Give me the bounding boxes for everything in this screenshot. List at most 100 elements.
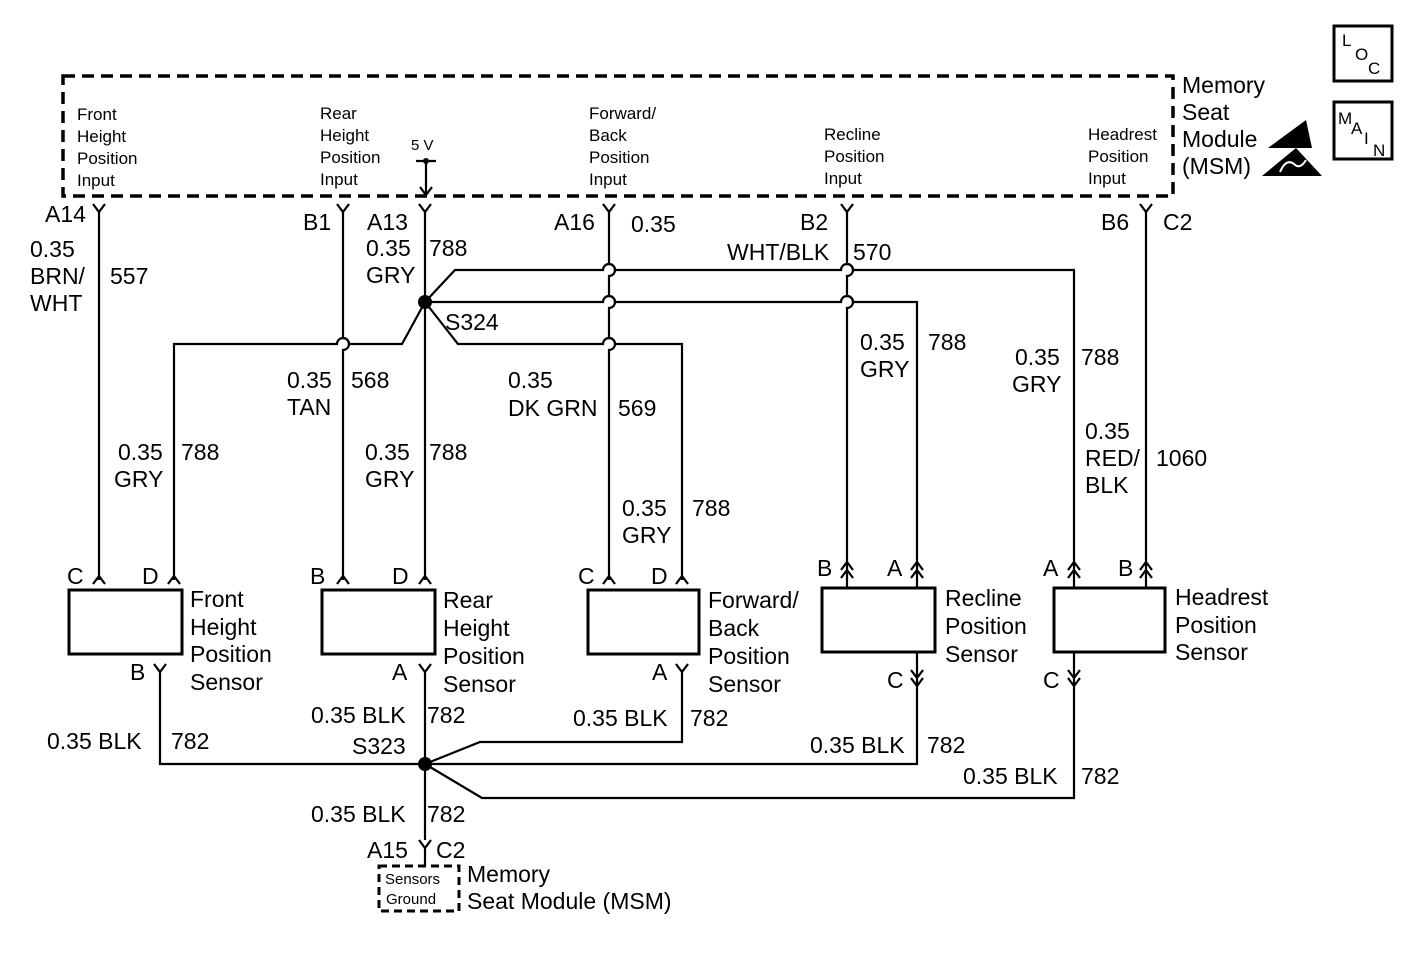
svg-text:GRY: GRY xyxy=(1012,371,1061,397)
ground-wire-forward-back xyxy=(424,672,684,766)
svg-text:Position: Position xyxy=(589,148,649,167)
esd-warning-icon xyxy=(1262,120,1322,176)
front-height-sensor-label: Front Height Position Sensor xyxy=(190,586,272,695)
svg-text:N: N xyxy=(1373,141,1385,160)
splice-s323-dot xyxy=(418,757,432,771)
svg-text:C: C xyxy=(887,667,904,693)
svg-text:0.35: 0.35 xyxy=(1015,344,1060,370)
label-ground-main: 0.35 BLK 782 xyxy=(311,801,465,827)
wire-568 xyxy=(341,212,351,580)
forward-back-sensor-label: Forward/ Back Position Sensor xyxy=(708,587,799,697)
svg-text:RED/: RED/ xyxy=(1085,445,1141,471)
svg-text:GRY: GRY xyxy=(366,262,415,288)
pin-B6: B6 xyxy=(1101,209,1129,235)
input-label-front-height: Front Height Position Input xyxy=(77,105,137,190)
headrest-sensor-box xyxy=(1052,586,1167,654)
svg-text:Seat: Seat xyxy=(1182,99,1230,125)
label-wire-1060: 0.35 RED/ BLK 1060 xyxy=(1085,418,1207,498)
splice-s324-dot xyxy=(418,295,432,309)
svg-text:D: D xyxy=(651,563,668,589)
svg-text:GRY: GRY xyxy=(860,356,909,382)
sensors-ground-label-2: Ground xyxy=(386,891,436,908)
module-pin-connectors xyxy=(92,203,1153,214)
svg-text:788: 788 xyxy=(429,235,467,261)
wire-788-front xyxy=(172,301,426,580)
wire-788-headrest xyxy=(424,262,1076,560)
svg-text:BLK: BLK xyxy=(1085,472,1129,498)
svg-text:(MSM): (MSM) xyxy=(1182,153,1251,179)
svg-text:Recline: Recline xyxy=(945,585,1022,611)
svg-text:Input: Input xyxy=(824,169,862,188)
rear-height-sensor-label: Rear Height Position Sensor xyxy=(443,587,525,697)
sensor-top-connectors xyxy=(92,560,1153,590)
svg-text:B: B xyxy=(1118,555,1133,581)
svg-text:Rear: Rear xyxy=(443,587,493,613)
module-dashed-outline xyxy=(61,74,1175,198)
svg-text:788: 788 xyxy=(429,439,467,465)
svg-text:Position: Position xyxy=(945,613,1027,639)
svg-text:0.35: 0.35 xyxy=(508,367,553,393)
svg-text:782: 782 xyxy=(171,728,209,754)
splice-s323-label: S323 xyxy=(352,733,406,759)
svg-text:L: L xyxy=(1342,31,1351,50)
svg-text:C: C xyxy=(578,563,595,589)
label-ground-forward-back: 0.35 BLK 782 xyxy=(573,705,728,731)
svg-text:A: A xyxy=(1351,119,1363,138)
label-wire-570: WHT/BLK 570 xyxy=(727,239,891,265)
svg-text:788: 788 xyxy=(928,329,966,355)
svg-text:WHT: WHT xyxy=(30,290,82,316)
front-height-sensor-box xyxy=(67,588,184,656)
svg-text:0.35 BLK: 0.35 BLK xyxy=(311,702,406,728)
svg-text:0.35: 0.35 xyxy=(30,236,75,262)
svg-text:Position: Position xyxy=(1088,147,1148,166)
label-wire-557: 0.35 BRN/ WHT 557 xyxy=(30,236,148,316)
module-name: Memory Seat Module (MSM) xyxy=(1182,72,1266,179)
svg-text:Input: Input xyxy=(1088,169,1126,188)
rear-height-sensor-box xyxy=(320,588,437,656)
input-label-forward-back: Forward/ Back Position Input xyxy=(589,104,656,189)
svg-text:0.35: 0.35 xyxy=(366,235,411,261)
svg-text:Position: Position xyxy=(824,147,884,166)
svg-text:I: I xyxy=(1364,129,1369,148)
svg-text:Front: Front xyxy=(190,586,244,612)
pin-A14: A14 xyxy=(45,201,86,227)
input-label-headrest: Headrest Position Input xyxy=(1088,125,1157,188)
label-ground-headrest: 0.35 BLK 782 xyxy=(963,763,1119,789)
svg-text:Sensor: Sensor xyxy=(190,669,263,695)
svg-text:B: B xyxy=(310,563,325,589)
svg-text:782: 782 xyxy=(427,702,465,728)
svg-text:Height: Height xyxy=(320,126,369,145)
svg-text:Height: Height xyxy=(77,127,126,146)
recline-sensor-label: Recline Position Sensor xyxy=(945,585,1027,667)
svg-text:1060: 1060 xyxy=(1156,445,1207,471)
svg-text:Memory: Memory xyxy=(1182,72,1266,98)
voltage-source-symbol xyxy=(416,158,436,197)
svg-text:788: 788 xyxy=(692,495,730,521)
svg-text:Headrest: Headrest xyxy=(1088,125,1157,144)
pin-B1: B1 xyxy=(303,209,331,235)
svg-text:Recline: Recline xyxy=(824,125,881,144)
svg-text:0.35: 0.35 xyxy=(1085,418,1130,444)
pin-A15: A15 xyxy=(367,837,408,863)
svg-text:788: 788 xyxy=(1081,344,1119,370)
svg-text:782: 782 xyxy=(1081,763,1119,789)
svg-text:Headrest: Headrest xyxy=(1175,584,1269,610)
svg-text:A: A xyxy=(1043,555,1059,581)
svg-text:Sensor: Sensor xyxy=(945,641,1018,667)
svg-text:O: O xyxy=(1355,45,1368,64)
svg-text:0.35: 0.35 xyxy=(365,439,410,465)
ground-wire-front xyxy=(158,672,425,766)
svg-text:Back: Back xyxy=(708,615,760,641)
label-wire-788-recline: 0.35 GRY 788 xyxy=(860,329,966,382)
sensor-pin-letters: C D B B D A C D A B A C A B C xyxy=(67,555,1133,693)
svg-text:788: 788 xyxy=(181,439,219,465)
svg-text:Sensor: Sensor xyxy=(443,671,516,697)
pin-C2: C2 xyxy=(1163,209,1192,235)
svg-text:Sensor: Sensor xyxy=(708,671,781,697)
svg-text:GRY: GRY xyxy=(622,522,671,548)
input-label-rear-height: Rear Height Position Input xyxy=(320,104,380,189)
svg-text:Position: Position xyxy=(1175,612,1257,638)
svg-text:A: A xyxy=(652,659,668,685)
label-wire-788-forward-back: 0.35 GRY 788 xyxy=(622,495,730,548)
